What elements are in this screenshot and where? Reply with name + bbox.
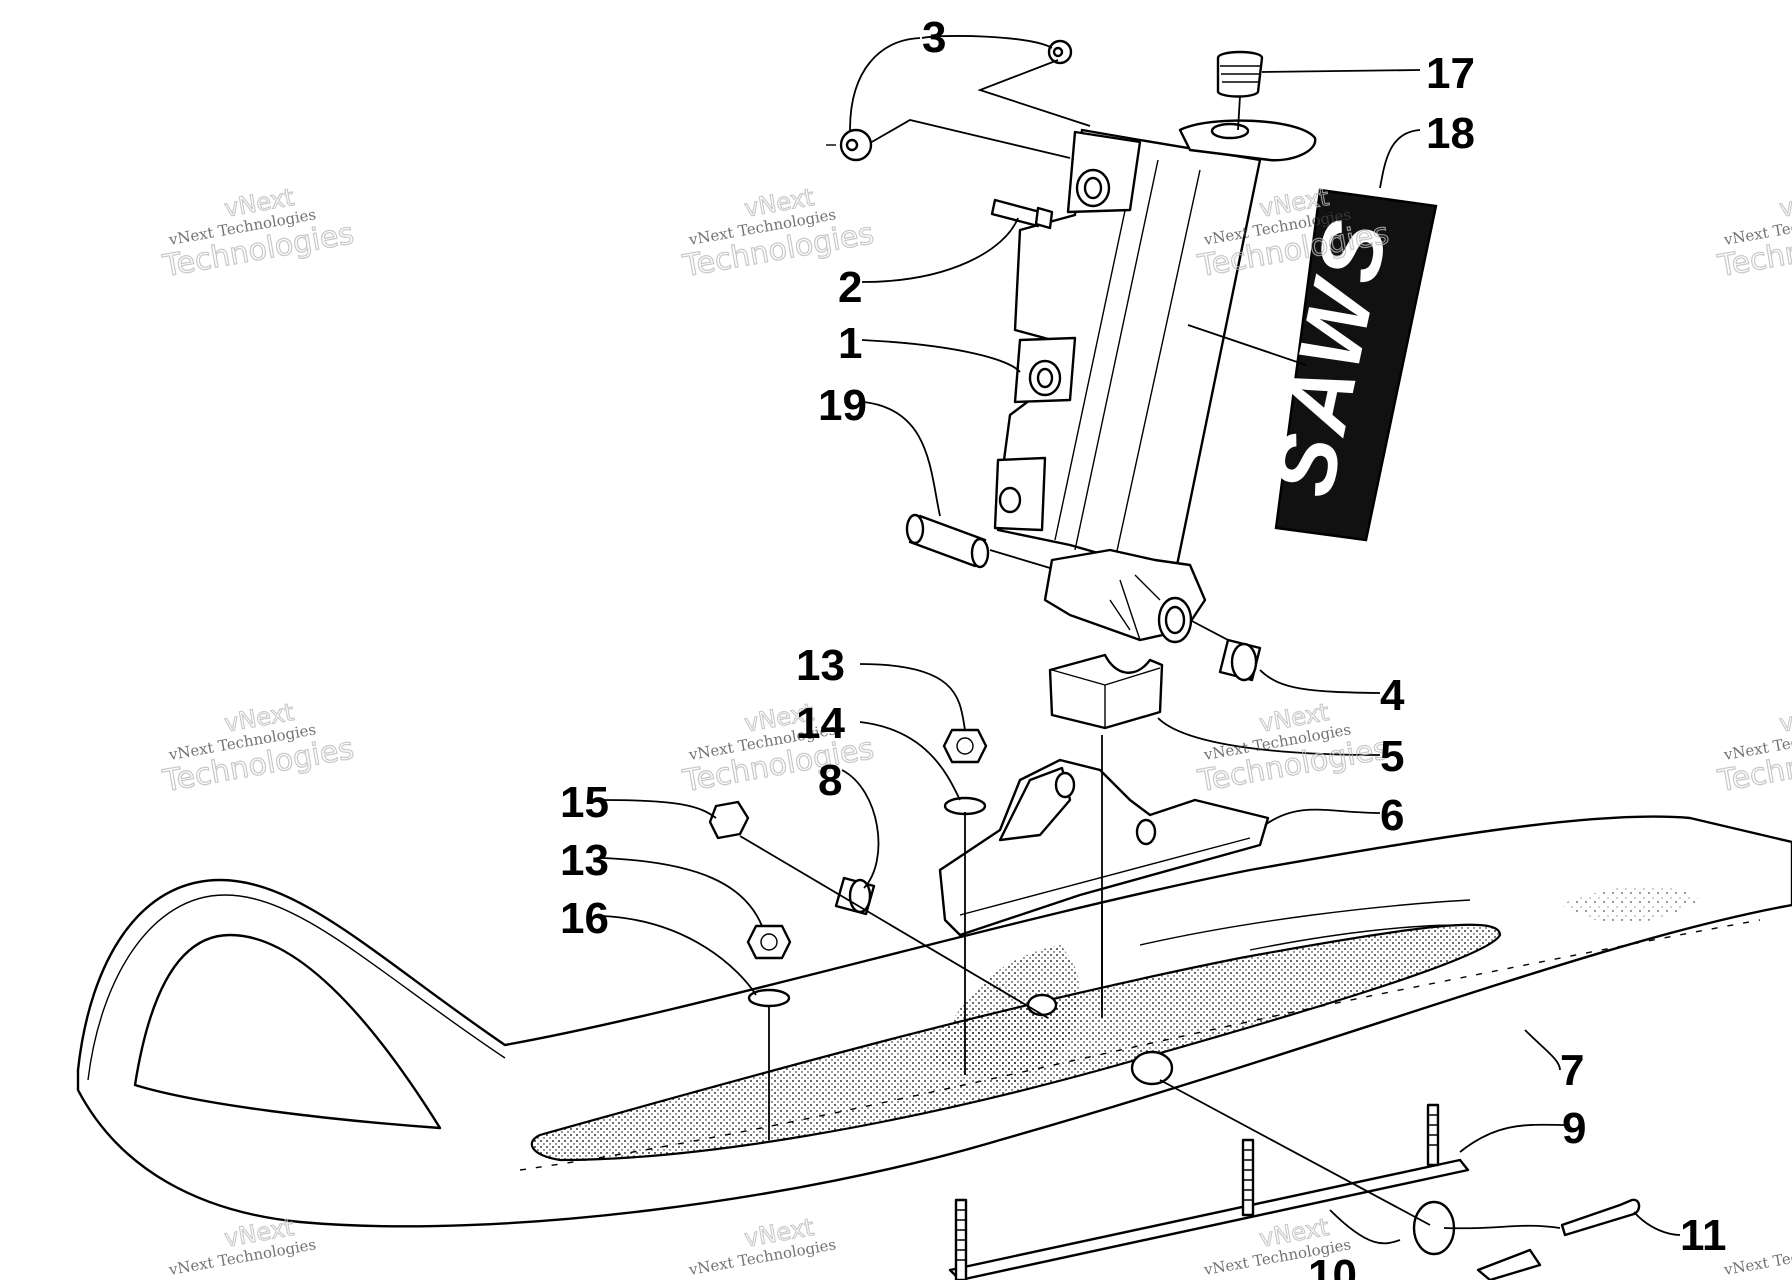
watermark: vNext vNext Technologies Technologies [159,182,357,284]
callout-2: 2 [838,263,862,312]
callout-13-upper: 13 [796,641,845,690]
grease-fitting-upper [1047,39,1073,65]
watermark-line0: vNext [1777,698,1792,738]
watermark: vNext vNext Technologies Technologies [679,697,877,799]
leader-lines [601,35,1681,1245]
callout-10: 10 [1308,1251,1357,1280]
callouts: 1 2 3 4 5 6 7 8 9 10 11 13 13 14 15 16 1… [560,13,1727,1280]
callout-5: 5 [1380,732,1404,781]
callout-15: 15 [560,778,609,827]
watermark-line1: vNext Technologies [1722,1235,1792,1279]
watermark: vNext vNext Technologies Technologies [159,697,357,799]
callout-14: 14 [796,699,845,748]
watermark: vNext vNext Technologies Technologies [1194,697,1392,799]
spindle [993,119,1317,644]
grease-fitting-lower [826,128,873,162]
callout-11: 11 [1680,1211,1727,1260]
watermark: vNext vNext Technologies Technologies [1714,182,1792,284]
watermark: vNext vNext Technologies Technologies [1714,697,1792,799]
callout-9: 9 [1562,1104,1586,1153]
bushing-4 [1218,638,1262,682]
callout-1: 1 [838,319,862,368]
washer-14 [943,796,987,816]
callout-17: 17 [1426,49,1475,98]
lock-nut-upper [942,728,988,764]
lock-nut-lower [746,924,792,960]
callout-7: 7 [1560,1046,1584,1095]
ski-saddle [938,758,1270,937]
watermark: vNext Technologies [1722,1235,1792,1279]
callout-6: 6 [1380,791,1404,840]
callout-8: 8 [818,756,842,805]
callout-18: 18 [1426,109,1475,158]
watermark-line0: vNext [1777,183,1792,223]
callout-19: 19 [818,381,867,430]
lock-nut-15 [708,800,750,840]
cotter-pin [1560,1198,1641,1237]
bushing-19 [905,513,990,569]
callout-4: 4 [1380,671,1405,720]
callout-13-lower: 13 [560,836,609,885]
watermark: vNext vNext Technologies [687,1212,838,1279]
cap-plug [1216,50,1264,98]
callout-3: 3 [922,13,946,62]
bumper-block [1048,653,1164,730]
bolt [1476,1248,1542,1280]
zerk-fitting [990,198,1054,230]
ski [76,815,1792,1280]
callout-16: 16 [560,894,609,943]
